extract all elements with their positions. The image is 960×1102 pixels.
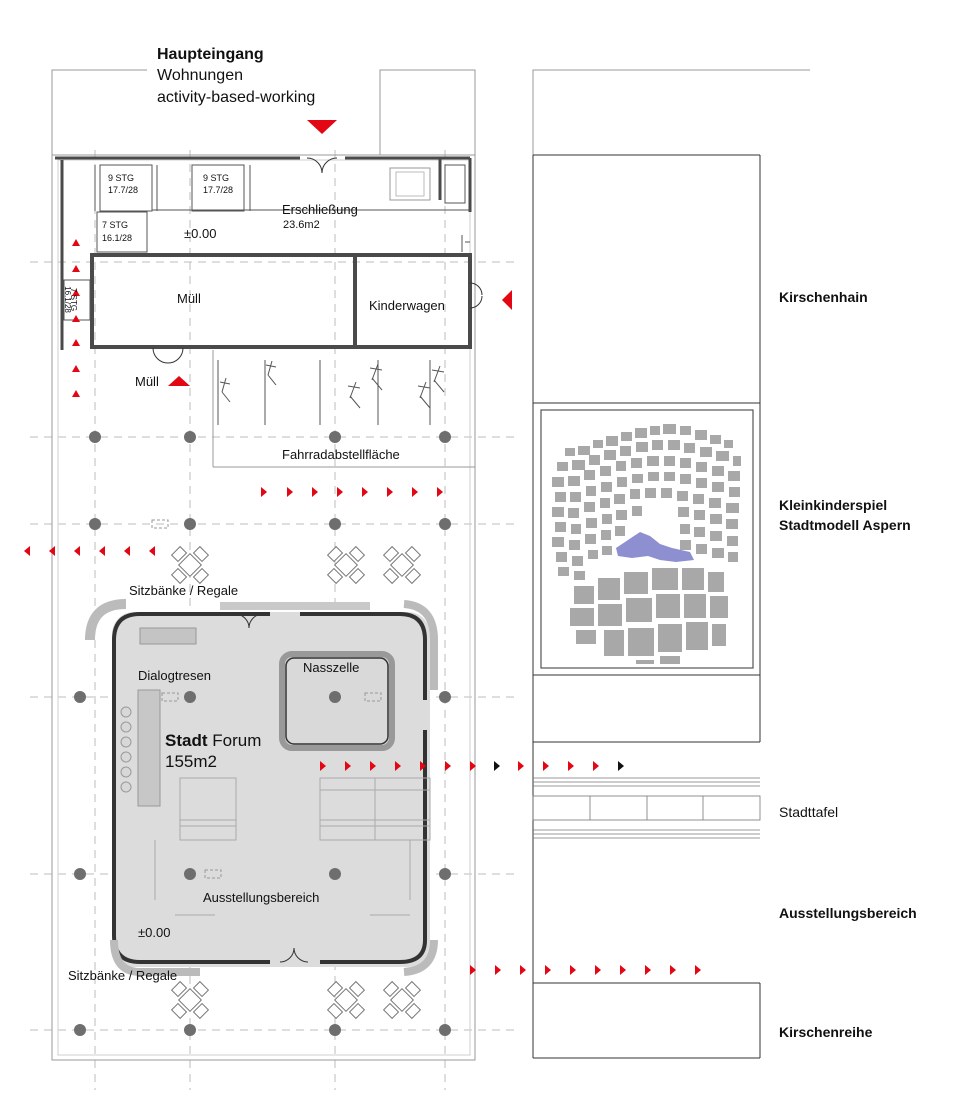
toddler-play-label: Kleinkinderspiel — [779, 497, 888, 513]
city-board — [532, 777, 761, 839]
stair-rise: 17.7/28 — [203, 185, 234, 195]
circulation-area: 23.6m2 — [283, 219, 320, 231]
level-lower: ±0.00 — [138, 925, 171, 940]
bike-parking-label: Fahrradabstellfläche — [282, 447, 400, 462]
bicycles — [217, 360, 445, 425]
stairs-graphic — [63, 164, 470, 321]
bench — [220, 602, 370, 610]
waste-entrance-marker — [168, 376, 190, 386]
route-arrows — [24, 239, 701, 975]
apartments-label: Wohnungen — [157, 67, 243, 84]
city-model-label: Stadtmodell Aspern — [779, 517, 911, 533]
dialog-desk-label: Dialogtresen — [138, 668, 211, 683]
stair-rise: 16.1/28 — [102, 233, 133, 243]
stair-steps: 9 STG — [108, 173, 135, 183]
stroller-entrance-marker — [502, 290, 512, 310]
forum-title-bold: Stadt — [165, 731, 208, 750]
stair-rise-rotated: 16.1/28 — [62, 286, 72, 313]
dialog-desk — [137, 689, 161, 807]
city-board-label: Stadttafel — [779, 804, 839, 820]
stair-rise: 17.7/28 — [108, 185, 139, 195]
building-walls — [55, 156, 472, 350]
forum-area: 155m2 — [165, 752, 217, 771]
doors — [152, 157, 483, 963]
circulation-label: Erschließung — [282, 202, 358, 217]
route-arrows-dark — [494, 761, 624, 771]
main-entrance-label: Haupteingang — [157, 46, 264, 63]
cherry-grove-label: Kirschenhain — [779, 289, 868, 305]
bench-curve — [403, 600, 438, 690]
wet-cell-label: Nasszelle — [303, 660, 360, 675]
exhibition-label: Ausstellungsbereich — [203, 890, 320, 905]
seating-bottom-label: Sitzbänke / Regale — [68, 968, 178, 983]
bench-curve — [110, 939, 200, 976]
city-model-aspern — [540, 409, 754, 669]
waste-room-label: Müll — [177, 291, 201, 306]
exhibition-tables — [154, 777, 431, 916]
stair-steps: 7 STG — [102, 220, 129, 230]
level-upper: ±0.00 — [184, 226, 217, 241]
site-panel — [532, 154, 761, 1059]
chair-groups — [170, 545, 422, 1020]
columns — [74, 431, 451, 1036]
exhibition-area-label: Ausstellungsbereich — [779, 905, 917, 921]
stair-steps: 9 STG — [203, 173, 230, 183]
bench-curve — [403, 939, 438, 976]
seating-top-label: Sitzbänke / Regale — [129, 583, 239, 598]
waste-door-label: Müll — [135, 374, 159, 389]
abw-label: activity-based-working — [157, 89, 316, 106]
bench-curve — [85, 599, 127, 641]
strollers-label: Kinderwagen — [369, 298, 445, 313]
stools — [120, 706, 132, 793]
fixtures — [151, 519, 382, 879]
main-entrance-marker — [307, 120, 337, 134]
forum-title-rest: Forum — [212, 731, 262, 750]
forum-title: Stadt Forum — [165, 731, 261, 751]
cherry-row-label: Kirschenreihe — [779, 1024, 873, 1040]
stadt-forum-wall — [112, 612, 427, 964]
shelf — [139, 627, 197, 645]
context-outline — [51, 69, 810, 1061]
